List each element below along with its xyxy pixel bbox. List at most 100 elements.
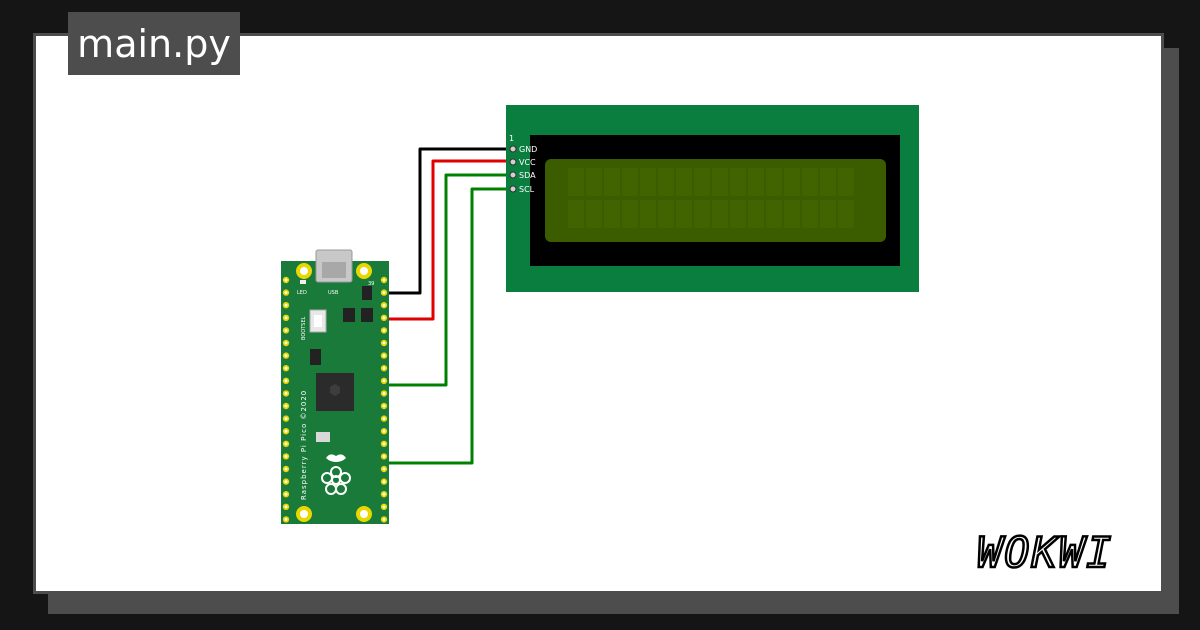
pin-hole <box>382 278 386 282</box>
pin-hole <box>284 429 288 433</box>
pin-hole <box>284 392 288 395</box>
pin-hole <box>382 354 386 357</box>
lcd-cell <box>694 168 710 196</box>
pin-hole <box>382 518 386 521</box>
pin-hole <box>284 379 288 383</box>
lcd-cell <box>820 168 836 196</box>
wire-scl[interactable] <box>382 187 512 465</box>
pin-hole <box>382 329 386 332</box>
pin-hole <box>284 341 288 345</box>
pin-hole <box>284 329 288 332</box>
led-icon <box>300 280 306 284</box>
lcd-pin-sda[interactable]: SDA <box>509 171 536 180</box>
lcd-cell <box>622 168 638 196</box>
lcd-cell <box>730 200 746 228</box>
pin-hole <box>284 417 288 420</box>
pico-led-label: LED <box>297 290 307 296</box>
lcd-cell <box>766 200 782 228</box>
lcd-pin-vcc-label: VCC <box>519 158 536 167</box>
pin-hole <box>284 442 288 446</box>
lcd-cell <box>586 168 602 196</box>
lcd-cell <box>658 200 674 228</box>
lcd-cell <box>712 200 728 228</box>
lcd-pin-sda-label: SDA <box>519 171 536 180</box>
lcd-cell <box>838 200 854 228</box>
pin-hole <box>382 366 386 370</box>
lcd-cell <box>658 168 674 196</box>
lcd-cell <box>586 200 602 228</box>
wire-sda[interactable] <box>382 173 512 387</box>
pin-hole <box>382 442 386 446</box>
pin-hole <box>382 303 386 307</box>
lcd-cell <box>676 168 692 196</box>
lcd-cell <box>694 200 710 228</box>
pin-hole <box>284 303 288 307</box>
pin-hole <box>284 480 288 483</box>
pico-bootsel-label: BOOTSEL <box>301 316 307 340</box>
wokwi-logo: WOKWI <box>976 527 1113 579</box>
lcd-cell <box>802 200 818 228</box>
lcd-cell <box>730 168 746 196</box>
chip-small-1 <box>362 286 372 300</box>
lcd-cell <box>748 200 764 228</box>
mounting-holes <box>296 263 372 522</box>
lcd-cell <box>676 200 692 228</box>
wires <box>382 147 512 465</box>
lcd-cell <box>748 168 764 196</box>
pin-hole <box>284 366 288 370</box>
lcd-cell <box>622 200 638 228</box>
rp2040-logo-icon <box>330 384 340 396</box>
pico-board-text: Raspberry Pi Pico ©2020 <box>300 390 308 500</box>
lcd-display[interactable]: 1 GND VCC SDA SCL <box>506 105 919 292</box>
pin-hole <box>382 417 386 420</box>
wire-vcc[interactable] <box>382 159 512 321</box>
lcd-character-cells <box>568 168 854 228</box>
pin-hole <box>382 505 386 509</box>
pin-hole <box>382 455 386 458</box>
lcd-cell <box>820 200 836 228</box>
pin-hole <box>284 354 288 357</box>
lcd-pin-vcc[interactable]: VCC <box>509 158 536 167</box>
lcd-cell <box>712 168 728 196</box>
pin-hole <box>284 467 288 471</box>
pin-hole <box>382 291 386 294</box>
lcd-pin-gnd-label: GND <box>519 145 537 154</box>
pin-hole <box>284 455 288 458</box>
raspberry-logo-icon <box>321 454 351 495</box>
pin-hole <box>382 492 386 496</box>
lcd-cell <box>640 168 656 196</box>
pin-hole <box>382 392 386 395</box>
lcd-pin-gnd[interactable]: GND <box>509 145 537 154</box>
lcd-cell <box>766 168 782 196</box>
lcd-cell <box>604 200 620 228</box>
pin-hole <box>284 518 288 521</box>
wire-gnd[interactable] <box>382 147 512 295</box>
raspberry-pi-pico[interactable]: USB LED 39 BOOTSEL Raspberry Pi Pico ©20… <box>281 249 389 524</box>
pico-pin-label: 39 <box>368 281 374 287</box>
pico-pin-pads <box>282 276 388 523</box>
pin-hole <box>382 480 386 483</box>
flash-chip <box>316 432 330 442</box>
pin-hole <box>382 316 386 320</box>
pin-hole <box>382 379 386 383</box>
pin-hole <box>382 341 386 345</box>
pin-hole <box>284 492 288 496</box>
pico-usb-label: USB <box>328 290 339 296</box>
pin-hole <box>284 291 288 294</box>
lcd-pin-number: 1 <box>509 134 514 143</box>
lcd-pin-scl[interactable]: SCL <box>509 185 535 194</box>
lcd-cell <box>604 168 620 196</box>
pin-hole <box>284 316 288 320</box>
wokwi-logo-text: WOKWI <box>977 528 1113 577</box>
pin-hole <box>284 278 288 282</box>
lcd-cell <box>784 168 800 196</box>
pin-hole <box>382 404 386 408</box>
lcd-cell <box>640 200 656 228</box>
pin-hole <box>382 467 386 471</box>
pin-hole <box>382 429 386 433</box>
pin-hole <box>284 404 288 408</box>
file-tab-label: main.py <box>77 21 231 66</box>
file-tab[interactable]: main.py <box>68 12 240 75</box>
pin-hole <box>284 505 288 509</box>
